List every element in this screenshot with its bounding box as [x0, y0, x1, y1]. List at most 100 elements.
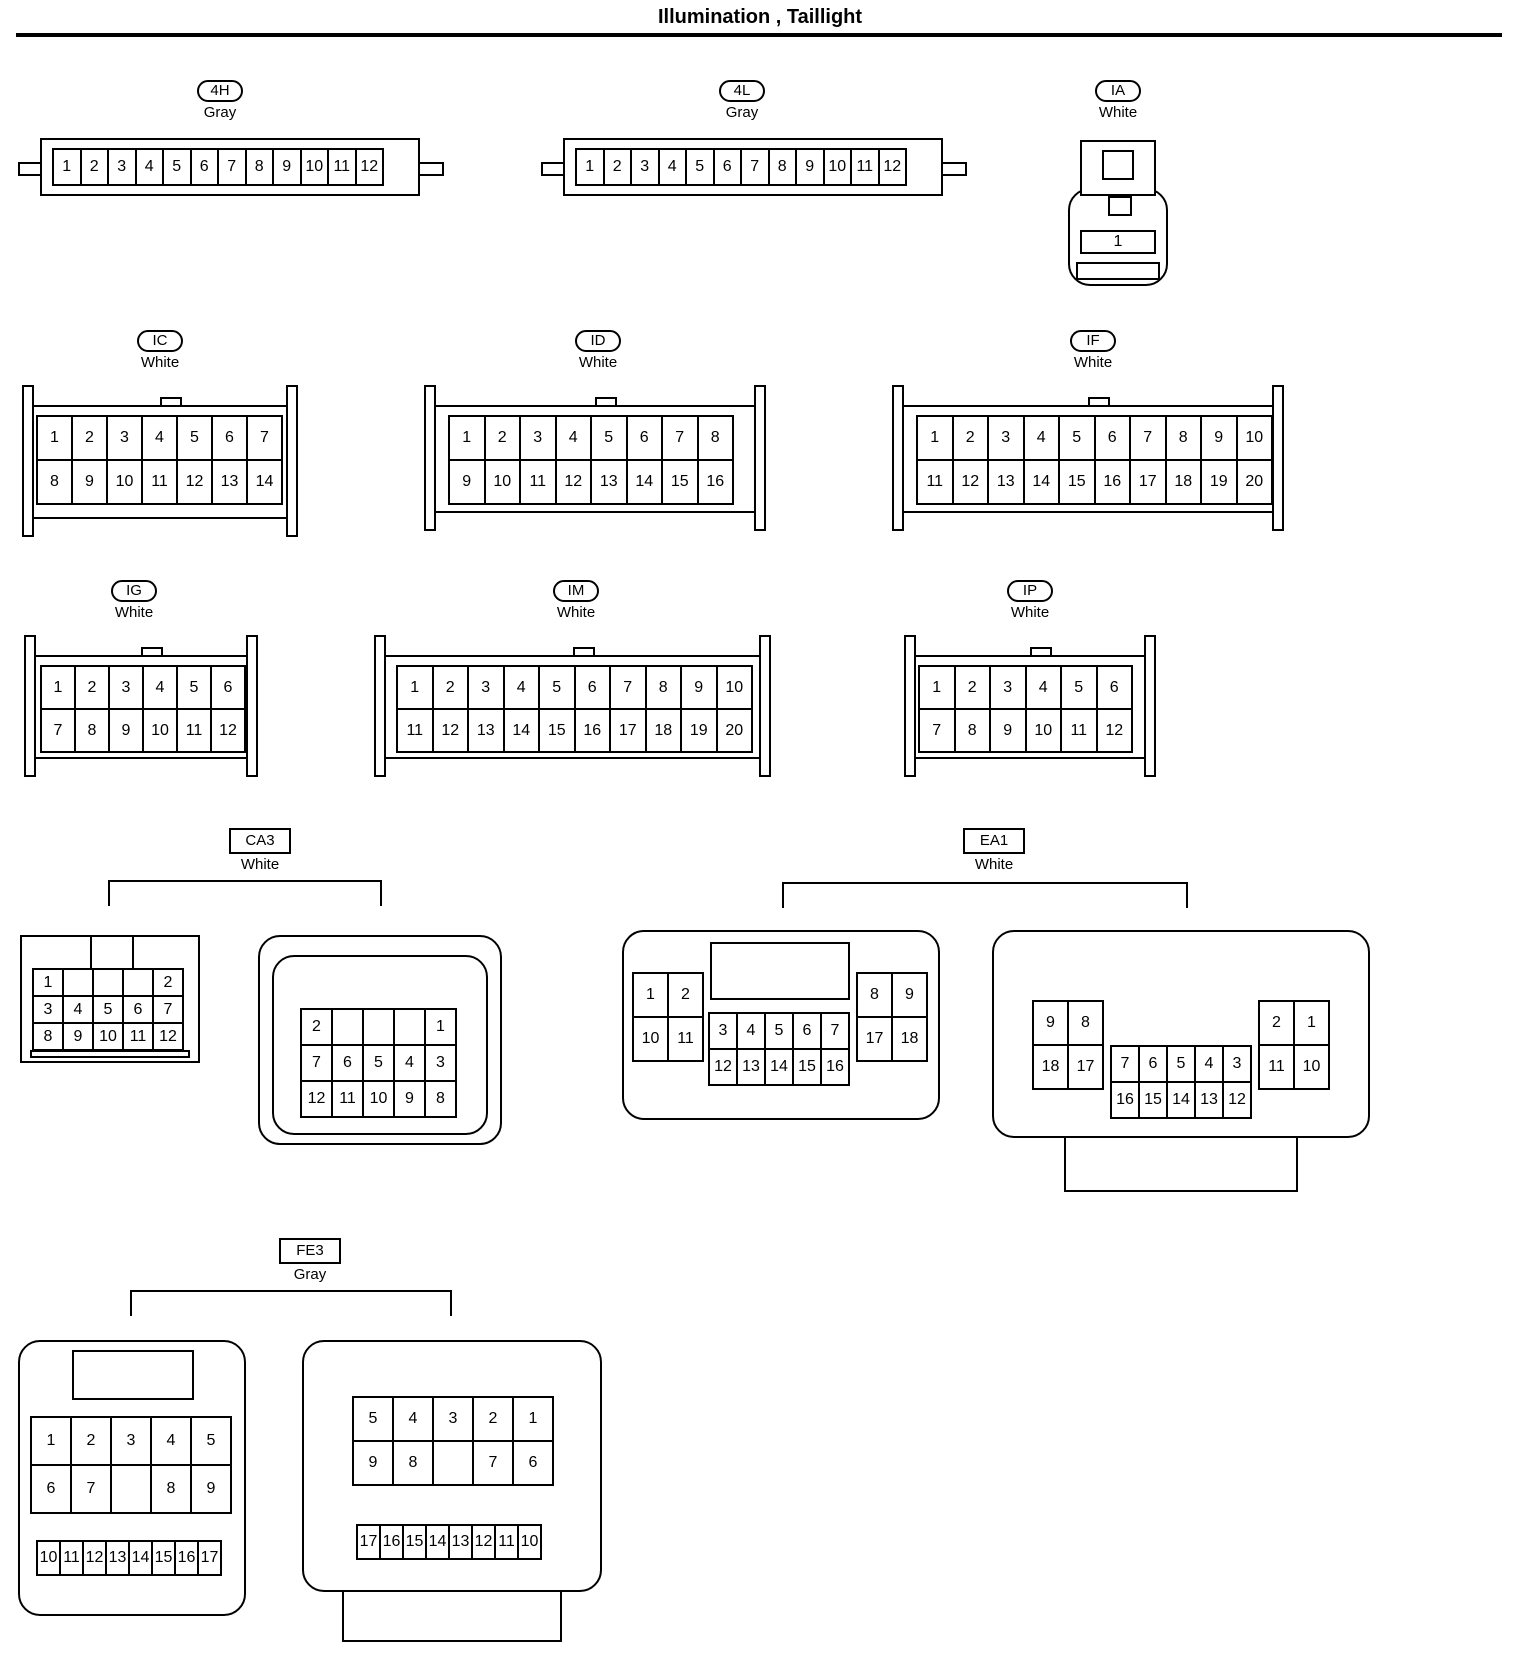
top-key [160, 397, 182, 407]
pin-cell: 5 [178, 417, 213, 461]
pin-cell: 7 [72, 1466, 112, 1514]
pin-cell: 6 [627, 417, 663, 461]
pin-cell: 1 [514, 1398, 554, 1442]
pin-cell: 3 [989, 417, 1025, 461]
pin-cell: 16 [822, 1050, 850, 1086]
pin-cell: 13 [1196, 1083, 1224, 1119]
side-latch [904, 635, 916, 777]
pin-cell: 9 [395, 1082, 426, 1118]
pin-cell: 7 [42, 710, 76, 753]
connector-color-label: White [1010, 604, 1050, 621]
housing-inner [272, 955, 488, 1135]
pin-cell: 12 [879, 150, 907, 186]
side-latch [24, 635, 36, 777]
connector-color-label: White [240, 856, 280, 873]
pin-cell: 20 [717, 710, 753, 753]
pin-cell: 12 [84, 1542, 107, 1576]
pin-cell: 15 [404, 1526, 427, 1560]
pin-cell: 13 [738, 1050, 766, 1086]
housing-slot [30, 1050, 190, 1058]
pin-cell: 11 [496, 1526, 519, 1560]
pin-cell: 5 [766, 1014, 794, 1050]
pin-cell: 4 [1026, 667, 1062, 710]
pin-cell: 1 [426, 1010, 457, 1046]
pin-cell: 1 [32, 1418, 72, 1466]
pin-cell: 2 [1260, 1002, 1295, 1046]
pin-cell: 17 [1069, 1046, 1104, 1090]
pin-cell: 12 [302, 1082, 333, 1118]
pin-cell: 5 [1168, 1047, 1196, 1083]
pin-cell: 2 [955, 667, 991, 710]
pin-cell: 11 [852, 150, 880, 186]
pin-cell: 3 [632, 150, 660, 186]
pin-cell: 16 [698, 461, 734, 505]
pin-cell: 2 [73, 417, 108, 461]
connector-color-label: White [974, 856, 1014, 873]
side-latch [892, 385, 904, 531]
pin-cell: 3 [469, 667, 505, 710]
pin-cell: 2 [953, 417, 989, 461]
pin-cell: 15 [1060, 461, 1096, 505]
pin-cell: 1 [577, 150, 605, 186]
pin-cell: 8 [38, 461, 73, 505]
connector-code-label: EA1 [963, 828, 1025, 854]
pin-cavity-empty [64, 970, 94, 997]
pin-cell: 9 [797, 150, 825, 186]
pin-cell: 11 [918, 461, 954, 505]
pin-cell: 3 [710, 1014, 738, 1050]
pin-cell: 15 [540, 710, 576, 753]
pin-cell: 15 [153, 1542, 176, 1576]
title-rule [16, 33, 1502, 37]
pin-cell: 7 [474, 1442, 514, 1486]
pin-cell: 10 [519, 1526, 542, 1560]
pin-cell: 11 [178, 710, 212, 753]
pin-cell: 5 [364, 1046, 395, 1082]
pin-cell: 1 [1080, 230, 1156, 254]
connector-code-label: CA3 [229, 828, 291, 854]
pin-cell: 12 [556, 461, 592, 505]
pin-cell: 6 [212, 667, 246, 710]
housing-skirt [1064, 1136, 1298, 1192]
pin-cell: 7 [219, 150, 247, 186]
connector-code-label: 4L [719, 80, 765, 102]
pin-cell: 6 [1140, 1047, 1168, 1083]
pin-cell: 15 [794, 1050, 822, 1086]
connector-color-label: Gray [203, 104, 237, 121]
pin-cell: 5 [687, 150, 715, 186]
pin-cell: 11 [669, 1018, 704, 1062]
pin-cell: 1 [54, 150, 82, 186]
pin-cell: 6 [124, 997, 154, 1024]
pin-cell: 6 [1095, 417, 1131, 461]
pin-cell: 9 [682, 667, 718, 710]
pin-cell: 10 [717, 667, 753, 710]
pin-cell: 6 [191, 150, 219, 186]
pin-cell: 16 [381, 1526, 404, 1560]
side-latch [246, 635, 258, 777]
pin-cell: 18 [1034, 1046, 1069, 1090]
pin-cell: 15 [1140, 1083, 1168, 1119]
pin-cell: 11 [398, 710, 434, 753]
pin-cell: 9 [450, 461, 486, 505]
pin-cell: 3 [34, 997, 64, 1024]
pin-cell: 9 [192, 1466, 232, 1514]
pin-cell: 11 [521, 461, 557, 505]
pin-cell: 3 [109, 150, 137, 186]
pin-cell: 13 [469, 710, 505, 753]
top-key [572, 647, 595, 657]
pin-cell: 5 [178, 667, 212, 710]
pin-cell: 10 [108, 461, 143, 505]
connector-code-label: IM [553, 580, 599, 602]
pin-cell: 10 [1026, 710, 1062, 753]
pin-cell: 11 [143, 461, 178, 505]
pin-cell: 5 [354, 1398, 394, 1442]
pin-cell: 3 [110, 667, 144, 710]
pin-cell: 2 [302, 1010, 333, 1046]
connector-color-label: Gray [725, 104, 759, 121]
latch-tab [418, 162, 444, 176]
pin-cell: 12 [473, 1526, 496, 1560]
